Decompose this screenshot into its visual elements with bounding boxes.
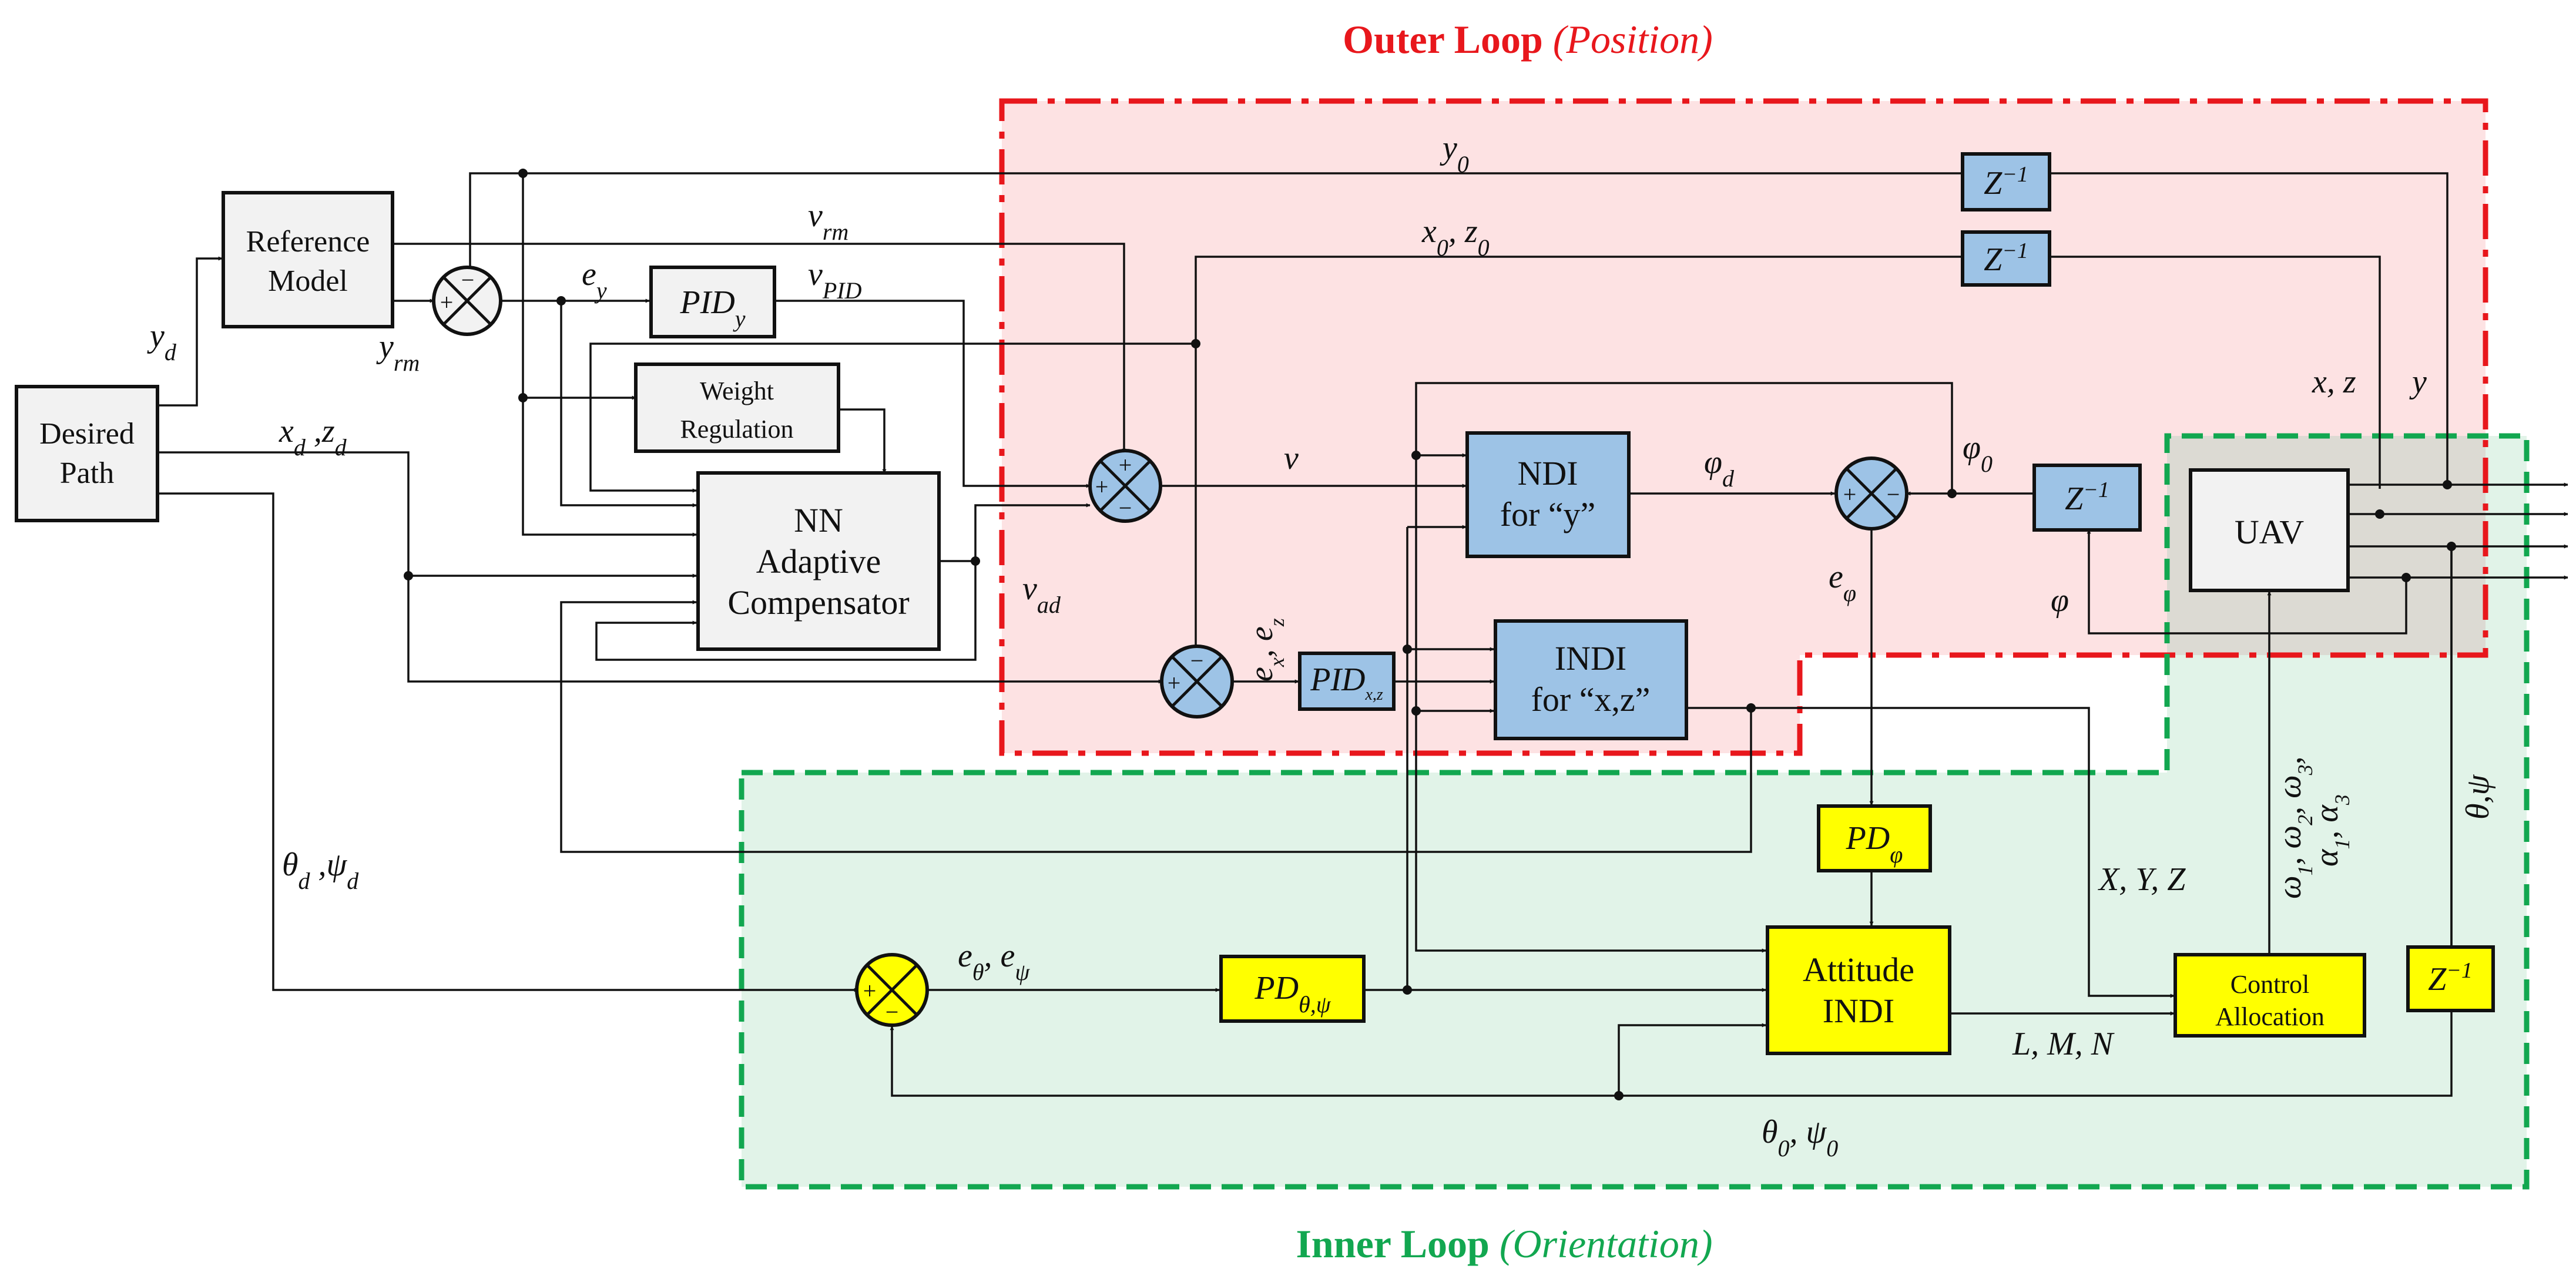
- svg-text:Control: Control: [2230, 970, 2309, 999]
- svg-text:Compensator: Compensator: [727, 583, 909, 622]
- svg-text:NN: NN: [794, 501, 843, 539]
- svg-text:Allocation: Allocation: [2215, 1002, 2325, 1031]
- pid-y-block: PIDy: [649, 266, 776, 338]
- z-inverse-block-phi: Z−1: [2032, 464, 2142, 532]
- svg-text:v: v: [1284, 440, 1299, 476]
- svg-text:−: −: [886, 999, 899, 1025]
- svg-text:+: +: [1119, 452, 1132, 478]
- weight-regulation-block: Weight Regulation: [634, 362, 840, 453]
- desired-path-block: Desired Path: [15, 385, 159, 522]
- svg-text:x, z: x, z: [2312, 364, 2356, 400]
- pid-xz-block: PIDx,z: [1298, 652, 1396, 711]
- z-inverse-block-y0: Z−1: [1961, 152, 2051, 212]
- nn-adaptive-compensator-block: NN Adaptive Compensator: [696, 471, 941, 651]
- sum-junction-ephi: + −: [1834, 456, 1908, 531]
- svg-text:+: +: [1843, 481, 1857, 508]
- svg-text:−: −: [461, 267, 475, 293]
- svg-text:L, M, N: L, M, N: [2012, 1026, 2115, 1062]
- sum-junction-ey: + −: [432, 266, 502, 336]
- inner-loop-title: Inner Loop (Orientation): [1296, 1221, 1712, 1266]
- svg-text:+: +: [1095, 474, 1109, 500]
- z-inverse-block-x0z0: Z−1: [1961, 230, 2051, 287]
- svg-text:θd ,ψd: θd ,ψd: [282, 847, 359, 894]
- svg-text:UAV: UAV: [2235, 513, 2304, 551]
- control-allocation-block: Control Allocation: [2174, 953, 2366, 1038]
- svg-text:y: y: [2409, 364, 2427, 400]
- svg-text:Desired: Desired: [39, 417, 135, 451]
- svg-text:+: +: [440, 289, 454, 315]
- svg-text:vPID: vPID: [808, 256, 862, 304]
- svg-text:−: −: [1190, 647, 1204, 674]
- inner-loop-region: [742, 436, 2527, 1187]
- svg-text:yd: yd: [147, 318, 177, 365]
- junction-dots: [404, 169, 2456, 1100]
- svg-text:Adaptive: Adaptive: [756, 542, 881, 580]
- sum-junction-etheta: + −: [855, 953, 929, 1027]
- indi-xz-block: INDI for “x,z”: [1494, 619, 1688, 740]
- svg-text:φ: φ: [2051, 582, 2069, 619]
- svg-text:Reference: Reference: [246, 225, 370, 259]
- svg-text:Model: Model: [268, 264, 348, 298]
- sum-junction-v: + + −: [1088, 449, 1162, 523]
- svg-text:+: +: [1168, 670, 1181, 696]
- uav-block: UAV: [2189, 468, 2350, 592]
- pd-theta-psi-block: PDθ,ψ: [1219, 955, 1366, 1023]
- svg-text:INDI: INDI: [1823, 992, 1894, 1030]
- outer-loop-border: [999, 98, 2488, 756]
- svg-text:θ,ψ: θ,ψ: [2460, 774, 2496, 820]
- sum-junction-exz: + −: [1160, 644, 1234, 719]
- svg-text:for “y”: for “y”: [1500, 495, 1596, 533]
- outer-loop-region: [1002, 101, 2486, 753]
- svg-text:Path: Path: [60, 456, 114, 490]
- z-inverse-block-theta-psi: Z−1: [2406, 945, 2495, 1012]
- svg-text:−: −: [1887, 481, 1900, 508]
- svg-text:yrm: yrm: [376, 328, 420, 376]
- svg-text:Regulation: Regulation: [680, 415, 793, 444]
- ndi-y-block: NDI for “y”: [1465, 431, 1631, 558]
- svg-text:+: +: [863, 978, 877, 1004]
- svg-text:Attitude: Attitude: [1803, 951, 1914, 989]
- svg-text:ey: ey: [582, 256, 607, 304]
- reference-model-block: Reference Model: [222, 191, 394, 328]
- svg-text:for “x,z”: for “x,z”: [1531, 680, 1651, 719]
- svg-text:X, Y, Z: X, Y, Z: [2098, 861, 2186, 898]
- pd-phi-block: PDφ: [1817, 804, 1932, 872]
- outer-loop-title: Outer Loop (Position): [1343, 17, 1713, 62]
- attitude-indi-block: Attitude INDI: [1766, 925, 1951, 1055]
- svg-text:INDI: INDI: [1555, 639, 1626, 677]
- svg-text:vrm: vrm: [808, 197, 848, 245]
- svg-text:NDI: NDI: [1517, 454, 1578, 492]
- svg-text:−: −: [1119, 495, 1132, 521]
- svg-text:Weight: Weight: [700, 377, 774, 405]
